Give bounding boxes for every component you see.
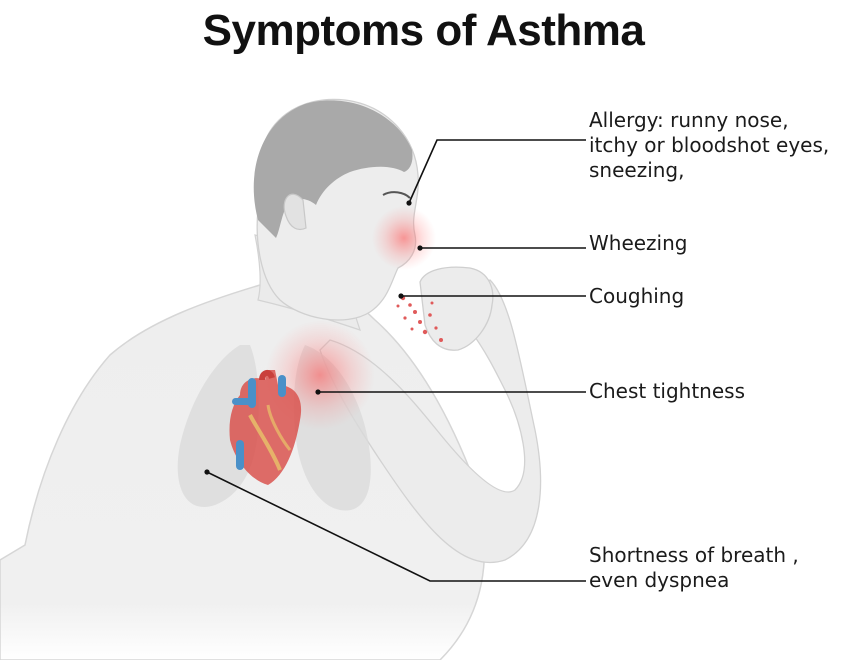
label-allergy-line-2: itchy or bloodshot eyes, xyxy=(589,133,829,158)
label-breath-line-1: Shortness of breath , xyxy=(589,543,799,568)
label-chest-tightness-text: Chest tightness xyxy=(589,379,745,404)
label-allergy: Allergy: runny nose, itchy or bloodshot … xyxy=(589,108,829,183)
label-breath-line-2: even dyspnea xyxy=(589,568,799,593)
diagram-title: Symptoms of Asthma xyxy=(0,6,847,56)
label-wheezing-text: Wheezing xyxy=(589,231,688,256)
label-chest-tightness: Chest tightness xyxy=(589,379,745,404)
label-shortness-of-breath: Shortness of breath , even dyspnea xyxy=(589,543,799,593)
label-allergy-line-1: Allergy: runny nose, xyxy=(589,108,829,133)
nose-inflammation xyxy=(372,206,436,270)
allergy-leader xyxy=(409,140,586,203)
label-coughing-text: Coughing xyxy=(589,284,684,309)
label-allergy-line-3: sneezing, xyxy=(589,158,829,183)
label-coughing: Coughing xyxy=(589,284,684,309)
label-wheezing: Wheezing xyxy=(589,231,688,256)
